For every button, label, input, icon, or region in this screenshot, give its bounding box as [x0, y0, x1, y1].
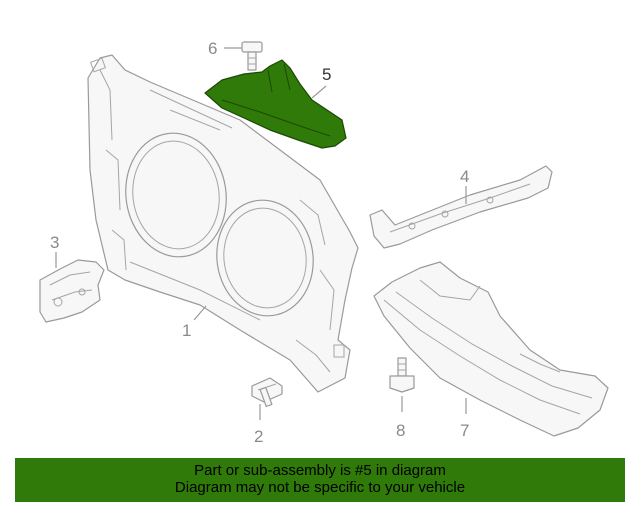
bolt-part-2 [251, 377, 283, 408]
callout-4: 4 [460, 167, 469, 186]
brace-part-4 [369, 165, 553, 249]
highlighted-part-shape [204, 59, 347, 149]
radiator-support-frame [87, 54, 359, 393]
bracket-part-3 [39, 259, 105, 323]
callout-3: 3 [50, 233, 59, 252]
banner-line-1: Part or sub-assembly is #5 in diagram [194, 462, 446, 479]
callout-7: 7 [460, 421, 469, 440]
undercover-part-7 [373, 261, 609, 437]
air-guide-part-5 [204, 59, 347, 149]
callout-5: 5 [322, 65, 331, 84]
leader-5 [311, 85, 327, 99]
callout-8: 8 [396, 421, 405, 440]
leader-1 [193, 305, 207, 321]
parts-diagram: 1 2 3 4 5 6 7 8 [39, 39, 609, 446]
callout-2: 2 [254, 427, 263, 446]
callout-1: 1 [182, 321, 191, 340]
callout-6: 6 [208, 39, 217, 58]
bolt-part-6 [241, 41, 263, 71]
banner-line-2: Diagram may not be specific to your vehi… [174, 479, 466, 496]
bolt-part-8 [389, 357, 415, 393]
info-banner: Part or sub-assembly is #5 in diagram Di… [15, 458, 625, 502]
